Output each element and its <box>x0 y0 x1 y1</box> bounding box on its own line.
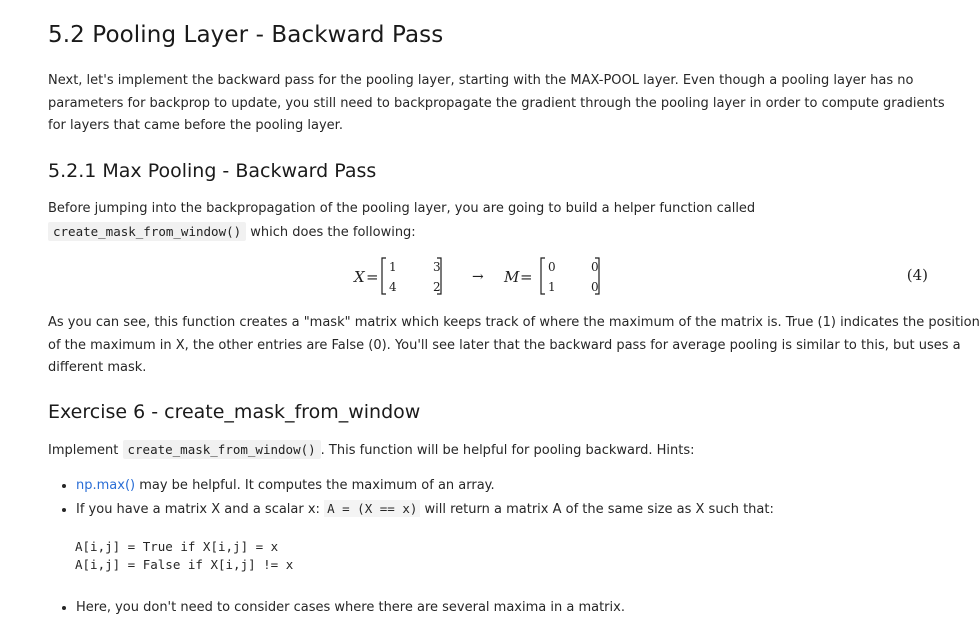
explanation-paragraph: As you can see, this function creates a … <box>48 312 980 380</box>
function-name-code: create_mask_from_window() <box>122 440 321 459</box>
arrow: → <box>472 269 484 285</box>
helper-line: Before jumping into the backpropagation … <box>48 201 756 216</box>
hints-list-continued: Here, you don't need to consider cases w… <box>48 597 625 620</box>
explanation-line: different mask. <box>48 360 147 375</box>
m-cell: 1 <box>548 280 556 294</box>
intro-line: Next, let's implement the backward pass … <box>48 73 914 88</box>
x-cell: 2 <box>433 280 441 294</box>
list-item: If you have a matrix X and a scalar x: A… <box>76 498 774 522</box>
code-line: A[i,j] = True if X[i,j] = x <box>75 539 279 554</box>
matrix-bracket-right <box>595 257 600 295</box>
m-cell: 0 <box>548 260 556 274</box>
exercise-title: Exercise 6 - create_mask_from_window <box>48 401 421 423</box>
m-cell: 0 <box>591 260 599 274</box>
equation-graphic: X = 1 3 4 2 → M = 0 0 1 0 <box>353 257 600 295</box>
helper-line: create_mask_from_window() which does the… <box>48 221 918 245</box>
x-cell: 1 <box>389 260 397 274</box>
matrix-bracket-left <box>540 257 545 295</box>
list-item: Here, you don't need to consider cases w… <box>76 597 625 620</box>
matrix-bracket-left <box>381 257 386 295</box>
notebook-page: 5.2 Pooling Layer - Backward Pass Next, … <box>0 0 948 627</box>
equals-sign: = <box>520 268 533 286</box>
section-title: 5.2 Pooling Layer - Backward Pass <box>48 22 444 48</box>
intro-paragraph: Next, let's implement the backward pass … <box>48 70 945 138</box>
matrix-bracket-right <box>437 257 442 295</box>
exercise-paragraph: Implement create_mask_from_window(). Thi… <box>48 439 918 463</box>
subsection-title: 5.2.1 Max Pooling - Backward Pass <box>48 160 377 182</box>
helper-paragraph: Before jumping into the backpropagation … <box>48 198 918 244</box>
function-name-code: create_mask_from_window() <box>48 221 247 241</box>
x-cell: 4 <box>389 280 397 294</box>
exercise-post: . This function will be helpful for pool… <box>320 443 695 458</box>
x-cell: 3 <box>433 260 441 274</box>
mask-equation: X = 1 3 4 2 → M = 0 0 1 0 (4) <box>48 252 928 300</box>
bullet-text: If you have a matrix X and a scalar x: <box>76 501 325 517</box>
explanation-line: As you can see, this function creates a … <box>48 315 980 330</box>
code-line: A[i,j] = False if X[i,j] != x <box>75 557 294 572</box>
m-cell: 0 <box>591 280 599 294</box>
x-label: X <box>353 268 366 286</box>
explanation-line: of the maximum in X, the other entries a… <box>48 337 961 353</box>
equals-sign: = <box>366 268 379 286</box>
code-block: A[i,j] = True if X[i,j] = x A[i,j] = Fals… <box>75 538 293 574</box>
np-max-link[interactable]: np.max() <box>76 478 136 493</box>
list-item: np.max() may be helpful. It computes the… <box>76 475 774 498</box>
intro-line: for layers that came before the pooling … <box>48 118 343 133</box>
m-label: M <box>503 268 520 286</box>
bullet-text: will return a matrix A of the same size … <box>420 501 774 517</box>
hints-list: np.max() may be helpful. It computes the… <box>48 475 774 521</box>
intro-line: parameters for backprop to update, you s… <box>48 95 945 111</box>
helper-line-rest: which does the following: <box>246 224 416 240</box>
equation-number: (4) <box>906 266 928 284</box>
inline-code: A = (X == x) <box>324 499 421 517</box>
exercise-line: Implement create_mask_from_window(). Thi… <box>48 439 918 463</box>
exercise-pre: Implement <box>48 443 123 458</box>
bullet-text: may be helpful. It computes the maximum … <box>135 478 495 493</box>
